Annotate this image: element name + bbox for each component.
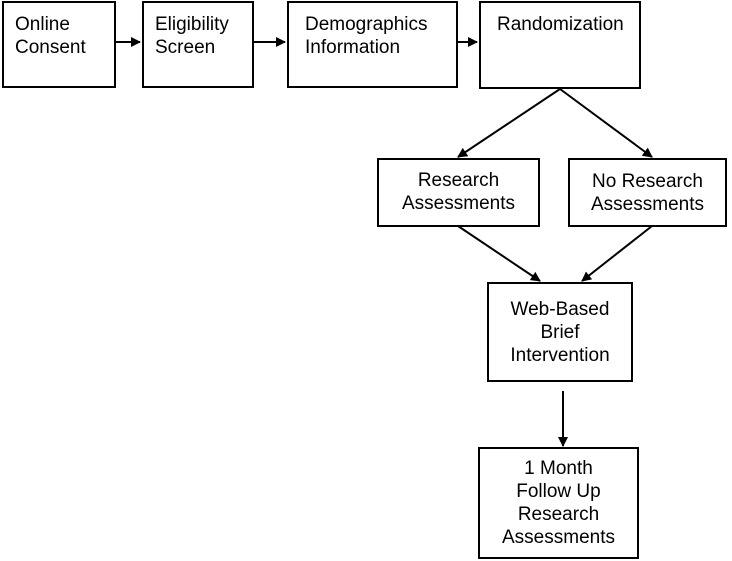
randomization-label: Randomization — [497, 14, 624, 35]
web-based-brief-intervention-label: Web-Based Brief Intervention — [510, 298, 610, 366]
demographics-information-label: Demographics Information — [305, 14, 428, 58]
randomization-box: Randomization — [479, 1, 641, 89]
research-assessments-label: Research Assessments — [402, 170, 515, 214]
web-based-brief-intervention-box: Web-Based Brief Intervention — [487, 282, 633, 382]
arrow-no-research-assessments-to-intervention — [581, 225, 653, 282]
arrow-randomization-to-research-assessments — [457, 88, 561, 158]
follow-up-assessments-box: 1 Month Follow Up Research Assessments — [478, 447, 639, 559]
follow-up-assessments-label: 1 Month Follow Up Research Assessments — [502, 458, 615, 548]
arrow-randomization-to-no-research-assessments — [559, 88, 653, 158]
eligibility-screen-label: Eligibility Screen — [155, 14, 229, 58]
online-consent-label: Online Consent — [15, 14, 86, 58]
eligibility-screen-box: Eligibility Screen — [142, 1, 254, 88]
demographics-information-box: Demographics Information — [287, 1, 458, 88]
no-research-assessments-box: No Research Assessments — [568, 158, 727, 227]
no-research-assessments-label: No Research Assessments — [591, 171, 704, 215]
arrow-research-assessments-to-intervention — [457, 225, 541, 282]
online-consent-box: Online Consent — [2, 1, 116, 88]
research-assessments-box: Research Assessments — [377, 158, 540, 227]
